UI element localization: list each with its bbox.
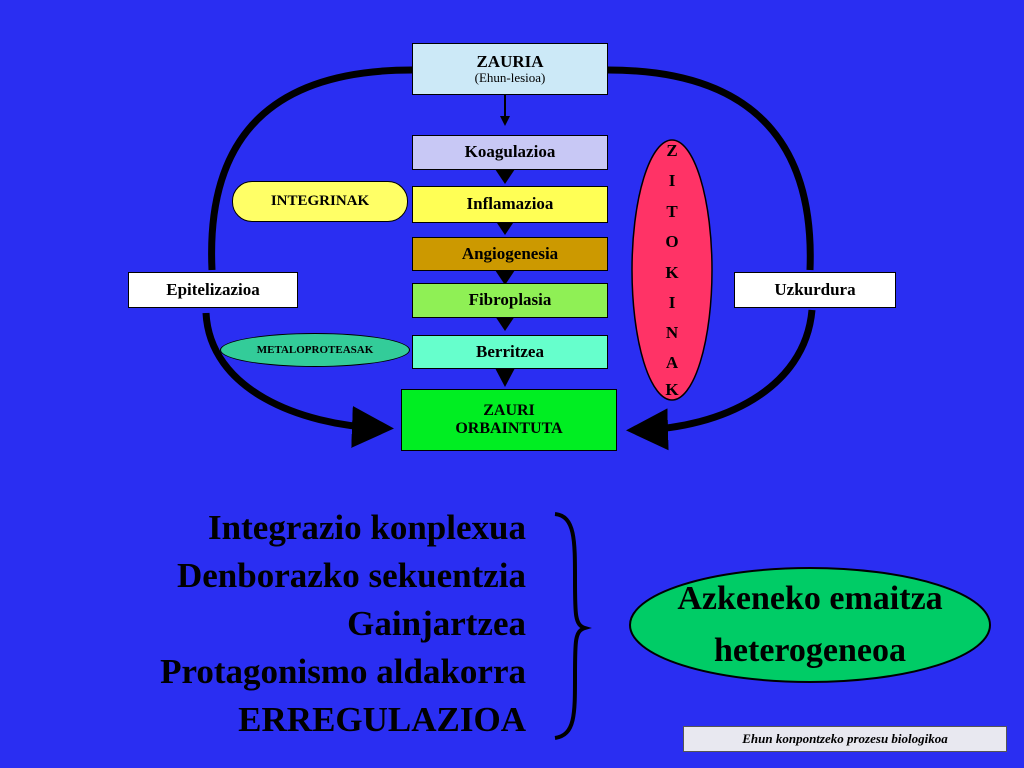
end-line1: ZAURI [483,402,535,420]
step-label: Koagulazioa [464,142,556,162]
start-subtitle: (Ehun-lesioa) [474,70,546,86]
result-line2: heterogeneoa [714,632,906,669]
integrinak-label: INTEGRINAK [270,193,370,209]
concept-item: Denborazko sekuentzia [176,556,526,595]
zitokinak-ellipse [631,139,713,401]
start-box: ZAURIA (Ehun-lesioa) [412,43,608,95]
concept-item: Gainjartzea [347,604,526,643]
step-arrow [495,169,515,184]
step-berritzea: Berritzea [412,335,608,369]
footer-label: Ehun konpontzeko prozesu biologikoa [742,731,948,746]
zitokinak-letter: N [665,323,679,342]
end-line2: ORBAINTUTA [455,420,563,437]
step-label: Berritzea [476,341,544,361]
epitelizazioa-label: Epitelizazioa [166,279,260,299]
result-ellipse [629,567,991,683]
epitelizazioa-box: Epitelizazioa [128,272,298,308]
metaloproteasak-label: METALOPROTEASAK [256,344,374,356]
step-label: Fibroplasia [468,290,552,310]
step-arrow [495,368,515,387]
zitokinak-letter: T [666,202,678,221]
zitokinak-letter: I [668,171,676,190]
concepts-list: Integrazio konplexua Denborazko sekuentz… [60,508,526,748]
footer-box: Ehun konpontzeko prozesu biologikoa [683,726,1007,752]
result-line1: Azkeneko emaitza [677,580,943,617]
step-arrow [495,220,515,235]
zitokinak-letter: I [668,293,676,312]
curly-brace [554,512,592,740]
step-arrow [495,316,515,331]
step-arrow [495,270,515,285]
step-fibroplasia: Fibroplasia [412,283,608,318]
arc-top-right [607,66,814,271]
zitokinak-letter: O [665,232,679,251]
step-koagulazioa: Koagulazioa [412,135,608,170]
arc-top-left [208,66,413,271]
zitokinak-letter: K [665,380,679,399]
uzkurdura-box: Uzkurdura [734,272,896,308]
start-title: ZAURIA [476,51,544,71]
integrinak-pill: INTEGRINAK [232,181,408,222]
zitokinak-letter: Z [666,141,678,160]
zitokinak-letter: A [665,353,679,372]
concept-item: ERREGULAZIOA [238,700,526,739]
concept-item: Integrazio konplexua [208,508,526,547]
step-inflamazioa: Inflamazioa [412,186,608,223]
arc-bottom-left [202,312,394,448]
step-arrows [495,169,515,387]
uzkurdura-label: Uzkurdura [774,279,856,299]
step-angiogenesia: Angiogenesia [412,237,608,271]
concept-item: Protagonismo aldakorra [160,652,526,691]
zitokinak-letter: K [665,263,679,282]
step-label: Angiogenesia [461,243,559,263]
end-box: ZAURI ORBAINTUTA [401,389,617,451]
step-label: Inflamazioa [466,194,554,214]
metaloproteasak-pill: METALOPROTEASAK [220,333,410,367]
arc-bottom-right [626,309,816,451]
